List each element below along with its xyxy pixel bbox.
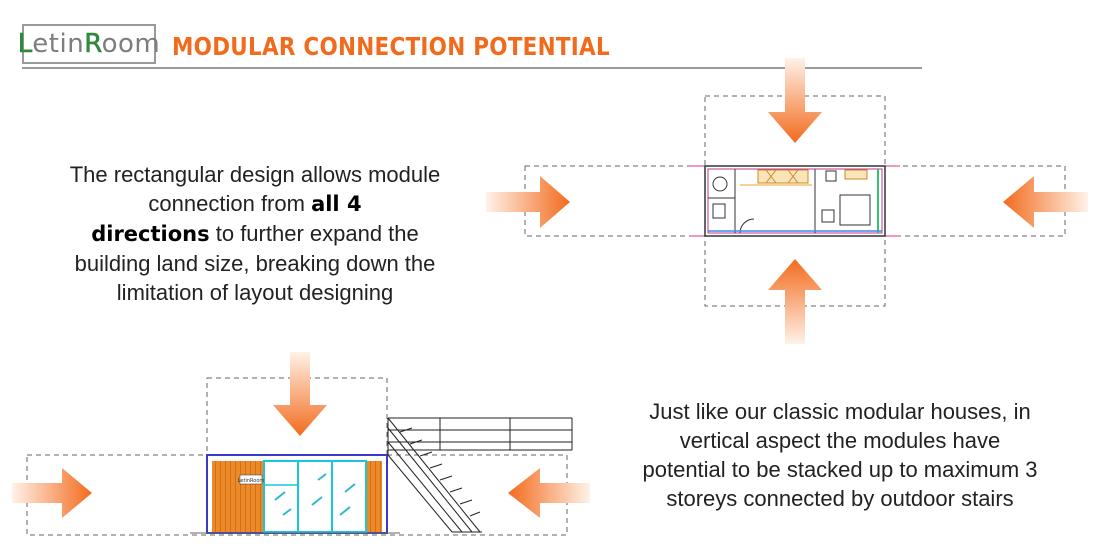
description-horizontal: The rectangular design allows module con… (60, 160, 450, 307)
arrow-right-icon (486, 176, 570, 228)
outdoor-stairs (387, 417, 573, 533)
plan-diagram (486, 58, 1088, 344)
description-text-end: to further expand the building land size… (74, 221, 436, 305)
arrow-left-icon (1003, 176, 1088, 228)
elevation-diagram: LetinRoom (12, 352, 590, 536)
arrow-left-icon (508, 468, 590, 518)
elevation-logo: LetinRoom (238, 478, 265, 484)
arrow-right-icon (12, 468, 92, 518)
header-rule (22, 67, 922, 69)
brand-logo: LetinRoom (17, 24, 160, 64)
floor-plan (704, 165, 886, 237)
container-module: LetinRoom (190, 454, 400, 534)
emphasis-directions: directions (91, 222, 210, 246)
logo-text: LetinRoom (17, 29, 161, 60)
description-text-start: The rectangular design allows module con… (69, 162, 441, 216)
arrow-down-icon (768, 58, 822, 143)
page-title: MODULAR CONNECTION POTENTIAL (172, 32, 610, 61)
emphasis-all-4: all 4 (311, 192, 362, 216)
description-vertical: Just like our classic modular houses, in… (642, 399, 1038, 511)
arrow-up-icon (768, 259, 822, 344)
arrow-down-icon (273, 352, 327, 436)
